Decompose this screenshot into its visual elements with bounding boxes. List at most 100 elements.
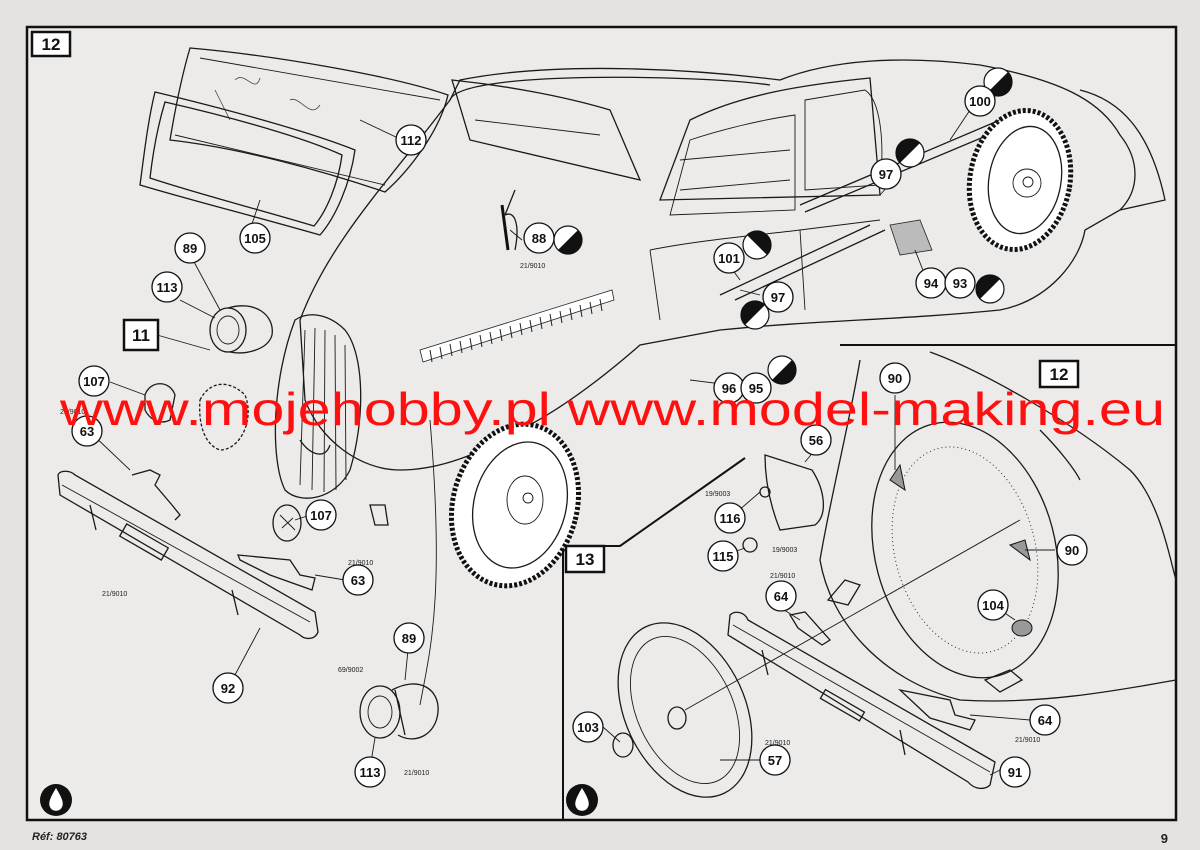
svg-text:97: 97	[771, 290, 785, 305]
svg-text:93: 93	[953, 276, 967, 291]
svg-text:103: 103	[577, 720, 599, 735]
callout-105: 105	[239, 222, 271, 254]
windscreen-glass-112	[169, 47, 449, 193]
callout-112: 112	[395, 124, 427, 156]
svg-text:95: 95	[749, 381, 763, 396]
callout-64a: 64	[765, 580, 797, 612]
paint-codes: 21/9010 21/9010 21/9010 21/9010 69/9002 …	[60, 263, 1040, 777]
step-box-12-main: 12	[30, 30, 72, 58]
svg-text:90: 90	[888, 371, 902, 386]
windscreen-frame-105	[139, 91, 356, 236]
swatch-95	[767, 355, 797, 385]
callout-90a: 90	[879, 362, 911, 394]
svg-text:113: 113	[360, 765, 381, 780]
spare-wheel-57	[612, 519, 1021, 798]
callout-97b: 97	[870, 158, 902, 190]
callout-107: 107	[78, 365, 110, 397]
callout-113: 113	[151, 271, 183, 303]
car-body	[199, 59, 1166, 589]
svg-text:107: 107	[83, 374, 105, 389]
callout-89b: 89	[393, 622, 425, 654]
radiator-grille	[274, 314, 362, 499]
callout-63b: 63	[342, 564, 374, 596]
callout-57: 57	[759, 744, 791, 776]
svg-text:21/9010: 21/9010	[1015, 737, 1040, 744]
svg-text:91: 91	[1008, 765, 1022, 780]
svg-text:63: 63	[351, 573, 365, 588]
callout-104: 104	[977, 589, 1009, 621]
step-box-13: 13	[564, 544, 606, 574]
svg-text:101: 101	[718, 251, 740, 266]
svg-text:21/9010: 21/9010	[60, 409, 85, 416]
callout-56: 56	[800, 424, 832, 456]
step-box-11: 11	[122, 318, 160, 352]
callout-95: 95	[740, 372, 772, 404]
swatch-97a	[740, 300, 770, 330]
svg-text:12: 12	[1050, 365, 1069, 384]
svg-text:94: 94	[924, 276, 939, 291]
rear-body-inset	[742, 351, 1177, 702]
headlamp-113-89-upper	[209, 305, 273, 354]
watermark-text: www.mojehobby.pl www.model-making.eu	[59, 383, 1165, 435]
svg-text:13: 13	[576, 550, 595, 569]
svg-text:56: 56	[809, 433, 823, 448]
page-number: 9	[1161, 831, 1168, 846]
headlamp-113-89-lower	[359, 419, 439, 740]
svg-text:92: 92	[221, 681, 235, 696]
callout-100: 100	[964, 85, 996, 117]
paint-swatches	[553, 67, 1013, 385]
svg-text:115: 115	[713, 549, 734, 564]
front-bumper-92	[57, 469, 389, 640]
svg-text:19/9003: 19/9003	[705, 491, 730, 498]
callout-97: 97	[762, 281, 794, 313]
svg-text:64: 64	[774, 589, 789, 604]
svg-text:64: 64	[1038, 713, 1053, 728]
swatch-93	[975, 274, 1005, 304]
callout-92: 92	[212, 672, 244, 704]
callout-94: 94	[915, 267, 947, 299]
svg-text:97: 97	[879, 167, 893, 182]
svg-text:104: 104	[982, 598, 1004, 613]
svg-text:90: 90	[1065, 543, 1079, 558]
glue-drop-icon-inset	[566, 784, 598, 816]
svg-text:105: 105	[244, 231, 266, 246]
svg-text:57: 57	[768, 753, 782, 768]
callout-93: 93	[944, 267, 976, 299]
reference-number: Réf: 80763	[32, 831, 87, 843]
svg-text:21/9010: 21/9010	[765, 740, 790, 747]
svg-text:12: 12	[42, 35, 61, 54]
svg-text:69/9002: 69/9002	[338, 667, 363, 674]
svg-text:21/9010: 21/9010	[102, 591, 127, 598]
callout-107b: 107	[305, 499, 337, 531]
callout-115: 115	[707, 540, 739, 572]
svg-text:89: 89	[402, 631, 416, 646]
horn-107-upper	[144, 383, 176, 423]
swatch-100	[983, 67, 1013, 97]
front-wheel	[448, 421, 582, 589]
svg-text:21/9010: 21/9010	[404, 770, 429, 777]
callout-90b: 90	[1056, 534, 1088, 566]
svg-text:89: 89	[183, 241, 197, 256]
rear-bumper-91	[727, 579, 1024, 790]
svg-text:63: 63	[80, 424, 94, 439]
callout-89: 89	[174, 232, 206, 264]
leader-lines	[89, 109, 1055, 776]
callout-88: 88	[523, 222, 555, 254]
part-callouts: 112 105 89 113 107 63 88 101 97 100 97 9…	[71, 85, 1088, 788]
callout-63: 63	[71, 415, 103, 447]
svg-text:107: 107	[310, 508, 332, 523]
svg-text:19/9003: 19/9003	[772, 547, 797, 554]
swatch-88	[553, 225, 583, 255]
svg-text:88: 88	[532, 231, 546, 246]
svg-text:21/9010: 21/9010	[770, 573, 795, 580]
svg-text:11: 11	[132, 326, 150, 345]
svg-text:100: 100	[969, 94, 991, 109]
callout-103: 103	[572, 711, 604, 743]
svg-text:116: 116	[720, 511, 741, 526]
step-box-12-inset: 12	[1038, 359, 1080, 389]
callout-116: 116	[714, 502, 746, 534]
swatch-97b	[895, 138, 925, 168]
svg-text:96: 96	[722, 381, 736, 396]
